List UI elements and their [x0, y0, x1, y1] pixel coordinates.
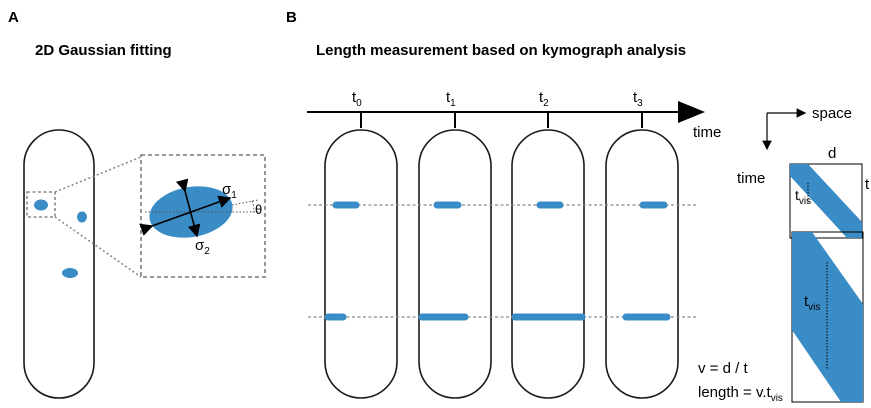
cell-t2 — [511, 129, 585, 399]
tick-label-2: t2 — [539, 89, 549, 109]
angle-arc — [251, 200, 255, 213]
sigma2-arrow — [175, 178, 201, 238]
angle-line — [231, 199, 259, 206]
selection-box — [26, 191, 56, 218]
small-kymo-frame — [789, 163, 863, 239]
panel-b: B Length measurement based on kymograph … — [286, 9, 721, 399]
panel-a: A 2D Gaussian fitting σ1 σ2 θ — [8, 9, 266, 399]
sigma1-label: σ1 — [222, 181, 237, 201]
spot-3 — [62, 268, 78, 278]
time-axis-label: time — [693, 124, 721, 141]
spot-1 — [34, 199, 48, 211]
sigma2-label: σ2 — [195, 237, 210, 257]
zoom-line-bottom — [54, 216, 142, 278]
length-formula: length = v.tvis — [698, 384, 783, 404]
panel-b-letter: B — [286, 9, 297, 26]
velocity-formula: v = d / t — [698, 360, 748, 377]
panel-a-letter: A — [8, 9, 19, 26]
large-tvis-label: tvis — [804, 293, 820, 313]
cell-outline — [23, 129, 95, 399]
cell-t0 — [324, 129, 398, 399]
cell-t1 — [418, 129, 492, 399]
tick-label-0: t0 — [352, 89, 362, 109]
zoom-line-top — [54, 156, 142, 193]
spot-2 — [77, 211, 87, 223]
small-tvis-label: tvis — [795, 187, 811, 207]
small-kymo-band — [790, 164, 862, 238]
theta-label: θ — [255, 202, 262, 217]
kymograph-schematic: space time d t tvis tvis — [737, 105, 870, 403]
kymo-time-label: time — [737, 170, 765, 187]
tick-label-3: t3 — [633, 89, 643, 109]
panel-b-title: Length measurement based on kymograph an… — [316, 42, 686, 59]
t-label: t — [865, 176, 870, 193]
d-label: d — [828, 145, 836, 162]
time-axis-arrowhead — [678, 101, 705, 123]
space-label: space — [812, 105, 852, 122]
panel-a-title: 2D Gaussian fitting — [35, 42, 172, 59]
tick-label-1: t1 — [446, 89, 456, 109]
cell-t3 — [605, 129, 679, 399]
